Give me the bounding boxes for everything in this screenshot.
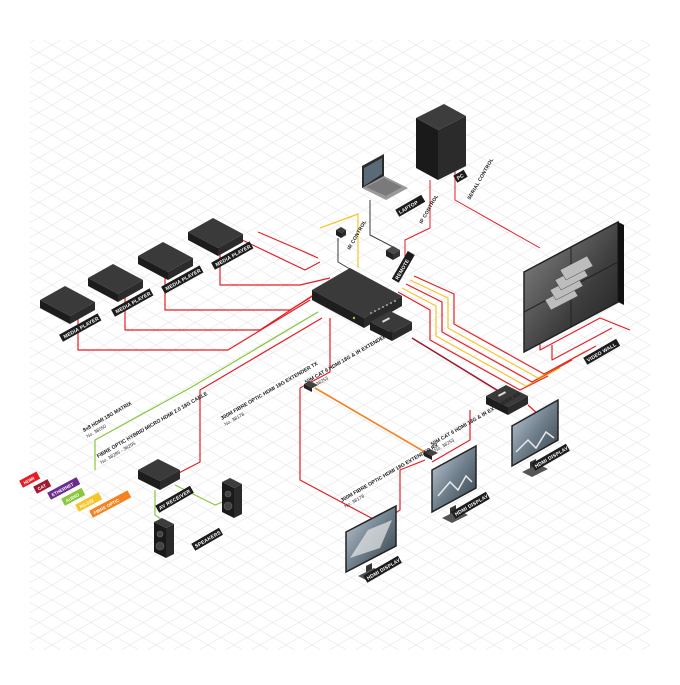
legend-swatch xyxy=(19,471,41,488)
cable-wall-2 xyxy=(401,287,561,387)
pc-label: PC xyxy=(453,169,468,183)
ir-receiver xyxy=(336,227,346,238)
speaker-left xyxy=(154,518,174,558)
legend-label: CAT xyxy=(37,483,47,492)
matrix-status-led xyxy=(352,316,356,320)
matrix-ports xyxy=(370,300,396,314)
video-wall-content xyxy=(544,255,594,311)
cable-hdmi-top xyxy=(257,231,319,259)
legend-label: AUDIO xyxy=(65,492,81,503)
legend-item: CAT xyxy=(33,479,52,494)
cable-wall-1 xyxy=(397,291,549,391)
media-player-2 xyxy=(88,264,143,302)
cable-wall-5 xyxy=(413,275,597,375)
video-wall xyxy=(523,220,624,354)
speaker-right xyxy=(222,478,242,518)
media-player-4 xyxy=(188,218,243,256)
cable-wall-7 xyxy=(551,327,613,361)
legend-swatch xyxy=(75,492,103,512)
cat-extender-tx xyxy=(370,311,412,341)
legend-label: RS-232 xyxy=(79,498,95,510)
cable-fibre-display-main xyxy=(299,388,376,521)
hdmi-matrix xyxy=(312,268,402,328)
legend-label: HDMI xyxy=(23,476,36,486)
pc-tower xyxy=(416,104,466,180)
cable-cat-tx-rx xyxy=(411,337,501,393)
legend-swatch xyxy=(61,487,86,506)
cable-fibre xyxy=(314,387,431,456)
fibre-extender-tx xyxy=(304,381,318,392)
cable-rs232 xyxy=(319,213,359,268)
legend-item: HDMI xyxy=(19,471,41,488)
legend-swatch xyxy=(47,477,81,500)
cable-ip-laptop xyxy=(369,200,396,249)
legend-swatch xyxy=(33,479,52,494)
remote xyxy=(386,246,400,260)
cable-pc-serial xyxy=(404,180,431,262)
pc-text: PC xyxy=(456,173,466,182)
legend-swatch xyxy=(89,490,132,518)
av-receiver xyxy=(138,459,180,490)
legend-item: RS-232 xyxy=(75,492,103,512)
cable-matrix-receiver xyxy=(174,317,323,476)
cable-hybrid xyxy=(94,311,319,470)
laptop xyxy=(362,154,408,200)
media-player-1 xyxy=(40,286,95,324)
cable-hdmi-player-4b xyxy=(237,237,321,271)
cable-wall-3 xyxy=(405,283,573,383)
cable-pc-wall xyxy=(454,170,541,249)
cat-extender-rx xyxy=(486,385,528,415)
media-player-3 xyxy=(138,242,193,280)
legend-item: AUDIO xyxy=(61,487,86,506)
cable-cat-display2 xyxy=(431,410,471,463)
fibre-extender-rx xyxy=(424,449,438,460)
isometric-grid xyxy=(30,40,650,650)
